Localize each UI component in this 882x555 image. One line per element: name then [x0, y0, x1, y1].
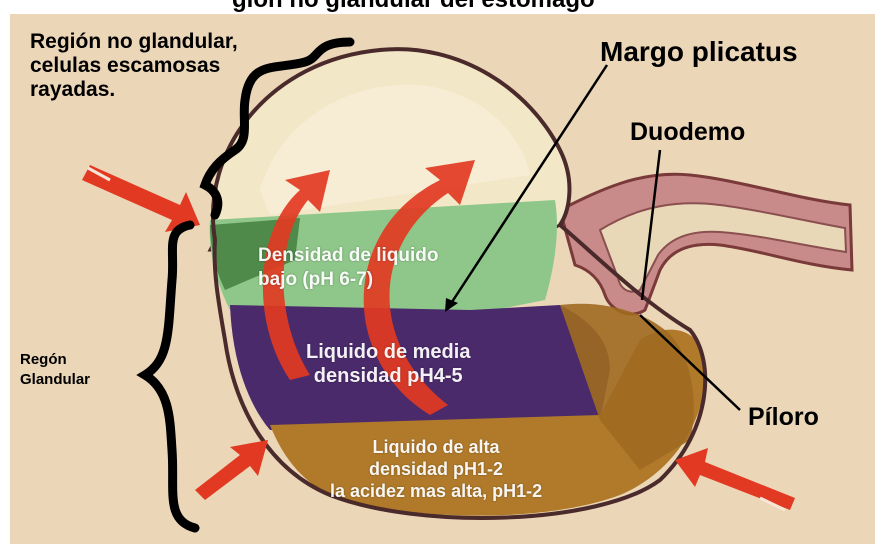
label-non-glandular-line-2: celulas escamosas	[30, 54, 238, 78]
zone-low-line-1: Densidad de liquido	[258, 244, 439, 268]
zone-high-line-1: Liquido de alta	[330, 436, 542, 458]
zone-mid-line-2: densidad pH4-5	[306, 364, 470, 388]
label-glandular: Regón Glandular	[20, 350, 90, 390]
zone-mid-line-1: Liquido de media	[306, 340, 470, 364]
zone-high-line-3: la acidez mas alta, pH1-2	[330, 480, 542, 502]
page-title: gión no glandular del estómago	[232, 0, 595, 14]
zone-label-low-density: Densidad de liquido bajo (pH 6-7)	[258, 244, 439, 292]
label-non-glandular-line-1: Región no glandular,	[30, 30, 238, 54]
label-non-glandular: Región no glandular, celulas escamosas r…	[30, 30, 238, 102]
label-margo-plicatus: Margo plicatus	[600, 36, 798, 68]
label-glandular-line-1: Regón	[20, 350, 90, 370]
label-non-glandular-line-3: rayadas.	[30, 78, 238, 102]
zone-high-line-2: densidad pH1-2	[330, 458, 542, 480]
zone-label-high-density: Liquido de alta densidad pH1-2 la acidez…	[330, 436, 542, 502]
label-glandular-line-2: Glandular	[20, 370, 90, 390]
zone-label-mid-density: Liquido de media densidad pH4-5	[306, 340, 470, 388]
label-duodemo: Duodemo	[630, 118, 745, 147]
label-piloro: Píloro	[748, 403, 819, 432]
zone-low-line-2: bajo (pH 6-7)	[258, 268, 439, 292]
